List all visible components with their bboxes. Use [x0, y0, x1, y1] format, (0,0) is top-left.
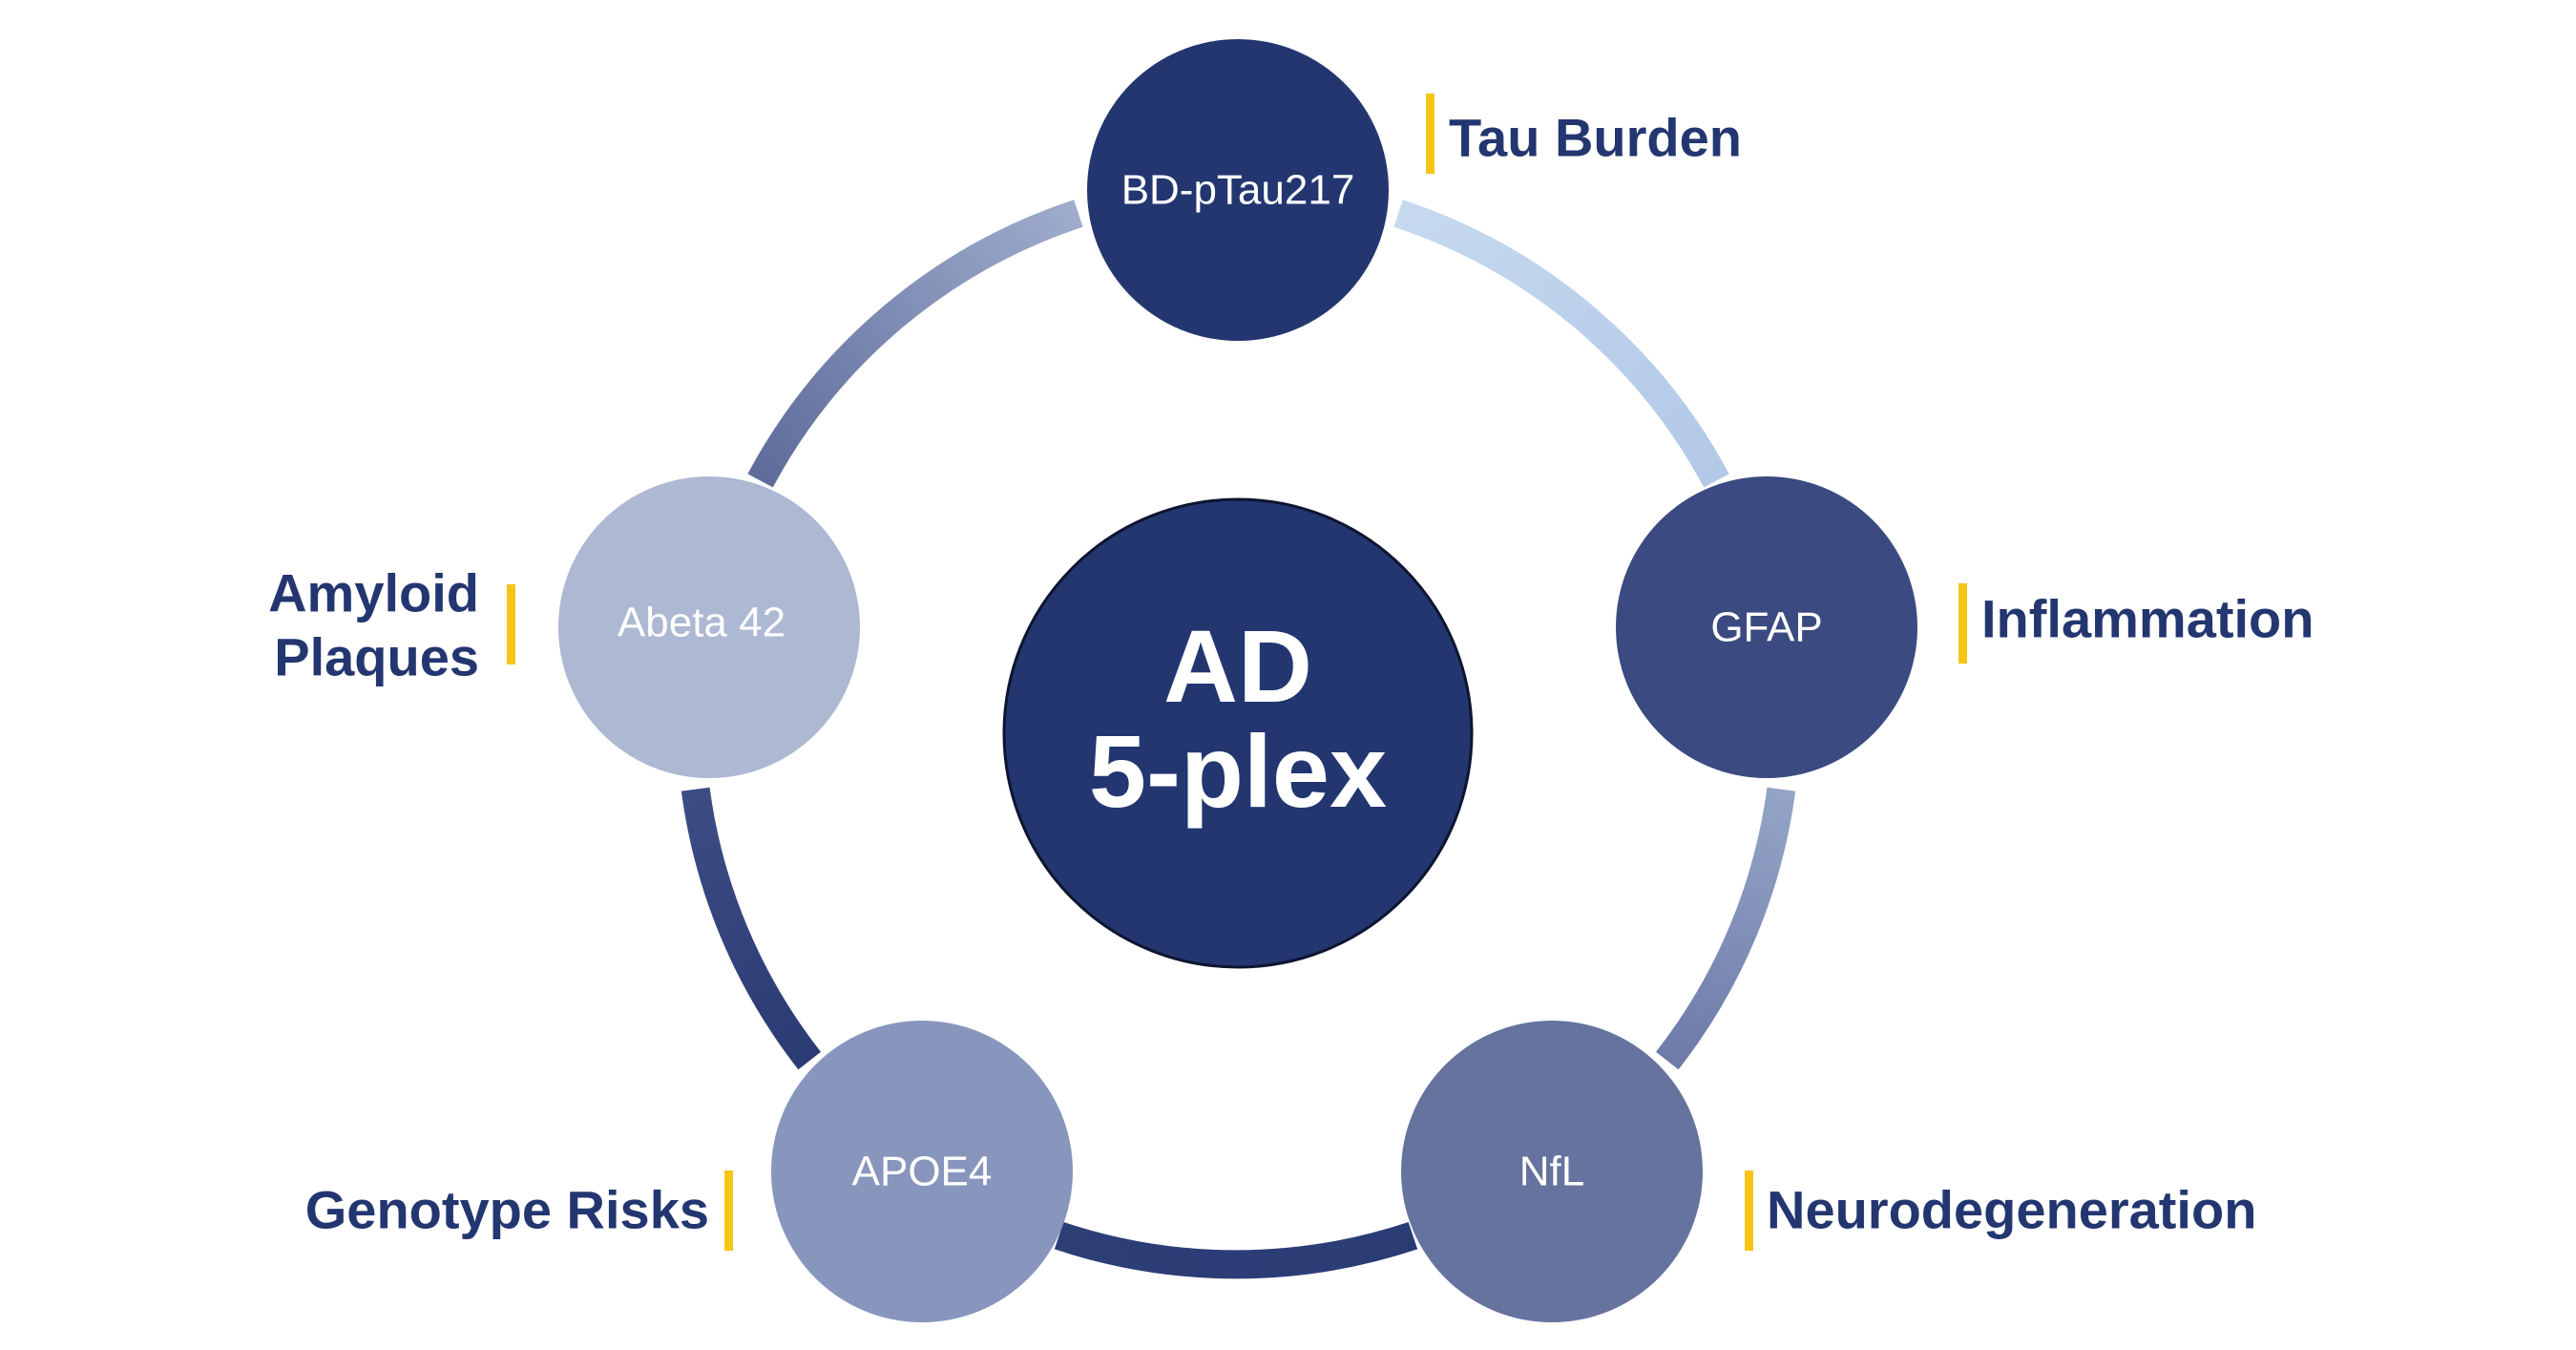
arc-nfl-to-apoe4	[1054, 1221, 1418, 1279]
accent-bar-genotype-risks	[724, 1171, 733, 1251]
category-label-neurodegeneration: Neurodegeneration	[1767, 1180, 2256, 1240]
node-gfap: GFAP Inflammation	[1616, 476, 2314, 778]
connector-ring	[681, 200, 1796, 1279]
node-label-gfap: GFAP	[1710, 604, 1822, 651]
node-apoe4: APOE4 Genotype Risks	[305, 1021, 1073, 1322]
node-bd-ptau217: BD-pTau217 Tau Burden	[1087, 39, 1742, 341]
arc-apoe4-to-abeta	[681, 787, 822, 1070]
category-label-plaques: Plaques	[274, 627, 479, 687]
node-circle-abeta-42	[558, 476, 860, 778]
node-circle-apoe4	[771, 1021, 1073, 1322]
node-label-abeta-42: Abeta 42	[618, 600, 785, 646]
center-circle	[1002, 497, 1474, 969]
category-label-inflammation: Inflammation	[1981, 589, 2314, 649]
accent-bar-tau-burden	[1426, 94, 1435, 174]
arc-abeta-to-ptau	[747, 200, 1083, 488]
accent-bar-amyloid-plaques	[507, 584, 515, 664]
center-title-line1: AD	[1163, 608, 1312, 724]
category-label-amyloid: Amyloid	[268, 563, 479, 623]
accent-bar-inflammation	[1958, 583, 1967, 664]
node-circle-gfap	[1616, 476, 1917, 778]
accent-bar-neurodegeneration	[1745, 1171, 1753, 1251]
node-nfl: NfL Neurodegeneration	[1401, 1021, 2256, 1322]
node-abeta-42: Abeta 42 Amyloid Plaques	[268, 476, 860, 778]
arc-ptau-to-gfap	[1393, 200, 1729, 488]
node-circle-bd-ptau217	[1087, 39, 1389, 341]
node-label-apoe4: APOE4	[852, 1149, 993, 1195]
node-label-bd-ptau217: BD-pTau217	[1121, 167, 1355, 214]
category-label-genotype-risks: Genotype Risks	[305, 1180, 709, 1240]
node-circle-nfl	[1401, 1021, 1703, 1322]
center-title-line2: 5-plex	[1089, 713, 1387, 829]
center-node: AD 5-plex	[1002, 497, 1474, 969]
arc-gfap-to-nfl	[1655, 787, 1796, 1070]
category-label-tau-burden: Tau Burden	[1449, 108, 1742, 168]
node-label-nfl: NfL	[1519, 1149, 1584, 1195]
